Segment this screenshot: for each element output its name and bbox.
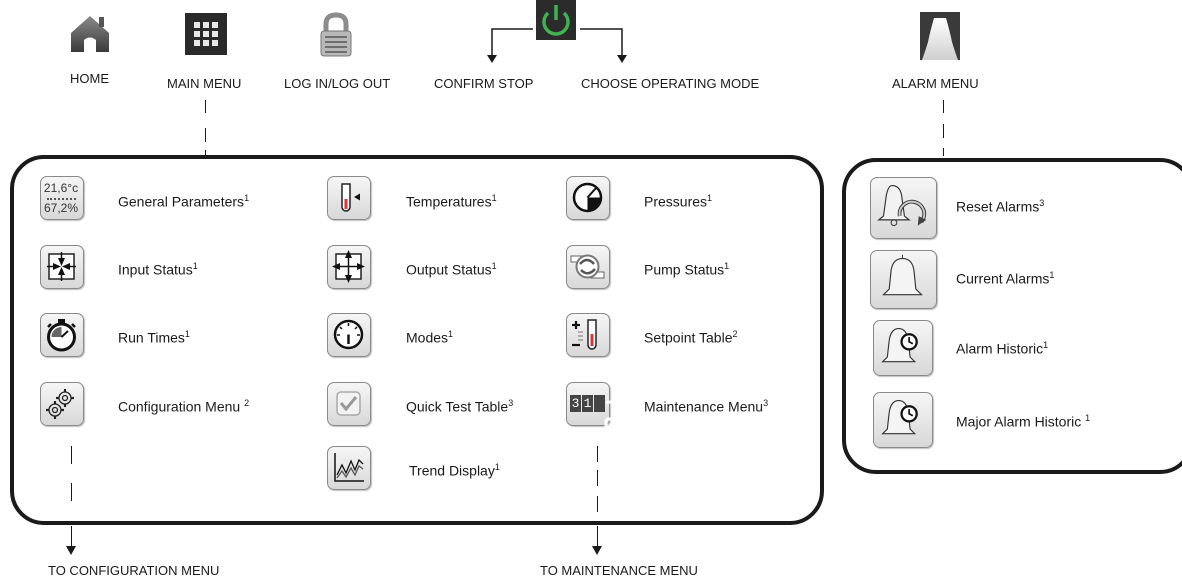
pump-status-label: Pump Status1: [644, 261, 730, 278]
temperature-value: 21,6°c: [43, 181, 79, 195]
lock-icon[interactable]: [318, 12, 354, 58]
temperatures-label: Temperatures1: [406, 193, 497, 210]
operating-mode-label: CHOOSE OPERATING MODE: [581, 76, 760, 91]
counter-digit-1: 3: [570, 395, 581, 412]
config-arrowhead: [66, 546, 76, 555]
checkbox-icon[interactable]: [327, 382, 371, 426]
input-status-icon[interactable]: [40, 245, 84, 289]
home-icon[interactable]: [69, 13, 111, 53]
setpoint-icon[interactable]: [566, 313, 610, 357]
to-maintenance-menu-label: TO MAINTENANCE MENU: [540, 563, 698, 578]
reset-alarms-label: Reset Alarms3: [956, 198, 1045, 215]
alarm-menu-panel: [842, 158, 1182, 474]
trend-display-label: Trend Display1: [409, 462, 500, 479]
gears-icon[interactable]: [40, 382, 84, 426]
reset-alarms-icon[interactable]: [870, 177, 937, 239]
pressure-gauge-icon[interactable]: [566, 176, 610, 220]
main-menu-connector: [205, 100, 206, 113]
pump-icon[interactable]: [566, 245, 610, 289]
thermometer-icon[interactable]: [327, 176, 371, 220]
power-arrows: [487, 28, 627, 63]
gauge-icon[interactable]: [327, 313, 371, 357]
humidity-value: 67,2%: [43, 201, 79, 215]
stopwatch-icon[interactable]: [40, 313, 84, 357]
general-parameters-icon[interactable]: 21,6°c 67,2%: [40, 176, 84, 220]
output-status-icon[interactable]: [327, 245, 371, 289]
main-menu-label: MAIN MENU: [167, 76, 242, 91]
maintenance-menu-label: Maintenance Menu3: [644, 398, 769, 415]
trend-chart-icon[interactable]: [327, 446, 371, 490]
general-parameters-label: General Parameters1: [118, 193, 250, 210]
run-times-label: Run Times1: [118, 329, 190, 346]
alarm-historic-label: Alarm Historic1: [956, 340, 1049, 357]
output-status-label: Output Status1: [406, 261, 497, 278]
main-menu-icon[interactable]: [185, 13, 227, 55]
maintenance-arrowhead: [592, 546, 602, 555]
setpoint-table-label: Setpoint Table2: [644, 329, 738, 346]
counter-digit-2: 1: [582, 395, 593, 412]
input-status-label: Input Status1: [118, 261, 198, 278]
to-configuration-menu-label: TO CONFIGURATION MENU: [48, 563, 220, 578]
confirm-stop-label: CONFIRM STOP: [434, 76, 534, 91]
quick-test-table-label: Quick Test Table3: [406, 398, 514, 415]
power-icon[interactable]: [536, 0, 576, 40]
counter-digit-rolling: [594, 395, 625, 429]
major-alarm-history-icon[interactable]: [873, 392, 933, 448]
configuration-menu-label: Configuration Menu 2: [118, 398, 250, 415]
pressures-label: Pressures1: [644, 193, 713, 210]
main-menu-panel: [10, 155, 824, 525]
login-label: LOG IN/LOG OUT: [284, 76, 391, 91]
alarm-history-icon[interactable]: [873, 320, 933, 376]
major-alarm-historic-label: Major Alarm Historic 1: [956, 413, 1091, 430]
home-label: HOME: [70, 71, 109, 86]
counter-icon[interactable]: 3 1: [566, 382, 625, 429]
current-alarms-label: Current Alarms1: [956, 270, 1055, 287]
modes-label: Modes1: [406, 329, 454, 346]
alarm-menu-icon[interactable]: [920, 12, 960, 60]
alarm-menu-label: ALARM MENU: [892, 76, 979, 91]
bell-icon[interactable]: [870, 250, 937, 309]
